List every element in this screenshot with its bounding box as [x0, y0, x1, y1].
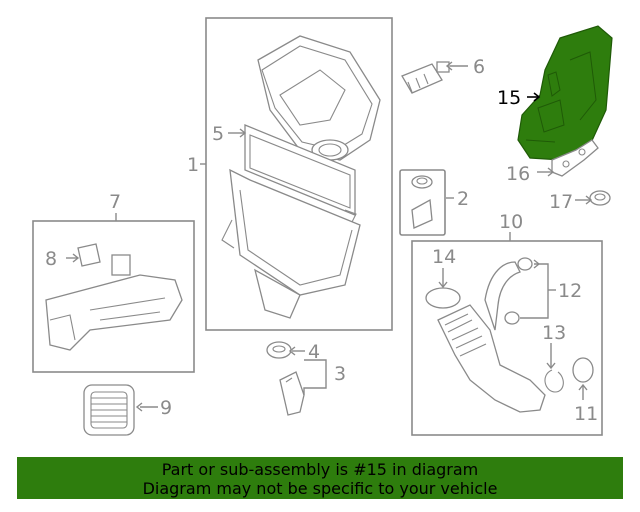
- callout-10: 10: [499, 211, 523, 233]
- bracket-part: [551, 139, 599, 177]
- air-duct-resonator-highlighted: [517, 25, 613, 161]
- air-cleaner-lower-housing: [221, 168, 361, 319]
- callout-8: 8: [45, 248, 57, 270]
- callout-6: 6: [473, 56, 485, 78]
- seal-ring-14: [425, 287, 461, 309]
- callout-4: 4: [308, 341, 320, 363]
- mass-airflow-sensor: [401, 61, 450, 94]
- callout-7: 7: [109, 191, 121, 213]
- leader-lines: [66, 61, 593, 412]
- ring-11: [572, 357, 594, 383]
- callout-9: 9: [160, 397, 172, 419]
- grommet-4: [266, 341, 292, 359]
- callout-2: 2: [457, 188, 469, 210]
- intake-hose-10: [437, 261, 546, 413]
- intake-duct-7: [45, 254, 183, 351]
- callout-1: 1: [187, 154, 199, 176]
- bracket-3: [279, 371, 305, 416]
- banner-line-1: Part or sub-assembly is #15 in diagram: [161, 460, 479, 479]
- o-rings-12: [504, 257, 533, 325]
- clamp-13: [544, 369, 564, 393]
- intake-hose-group-box: [411, 240, 603, 436]
- callout-16: 16: [506, 163, 530, 185]
- callout-5: 5: [212, 123, 224, 145]
- screen-9: [83, 384, 135, 436]
- air-cleaner-housing: [257, 35, 381, 161]
- info-banner: Part or sub-assembly is #15 in diagram D…: [17, 457, 623, 499]
- grommet-17: [589, 190, 611, 206]
- air-cleaner-group-box: [205, 17, 393, 331]
- callout-13: 13: [542, 322, 566, 344]
- pad-8: [77, 243, 101, 267]
- callout-3: 3: [334, 363, 346, 385]
- callout-11: 11: [574, 403, 598, 425]
- banner-line-2: Diagram may not be specific to your vehi…: [142, 479, 498, 498]
- grommet-clip-2: [399, 169, 446, 236]
- callout-14: 14: [432, 246, 456, 268]
- callout-15: 15: [497, 87, 521, 109]
- callout-12: 12: [558, 280, 582, 302]
- parts-diagram: 1 5 6 2 7 8 9 4 3 10 14 12 13 11 15 16 1…: [32, 17, 613, 436]
- callout-17: 17: [549, 191, 573, 213]
- duct-group-box: [32, 220, 195, 373]
